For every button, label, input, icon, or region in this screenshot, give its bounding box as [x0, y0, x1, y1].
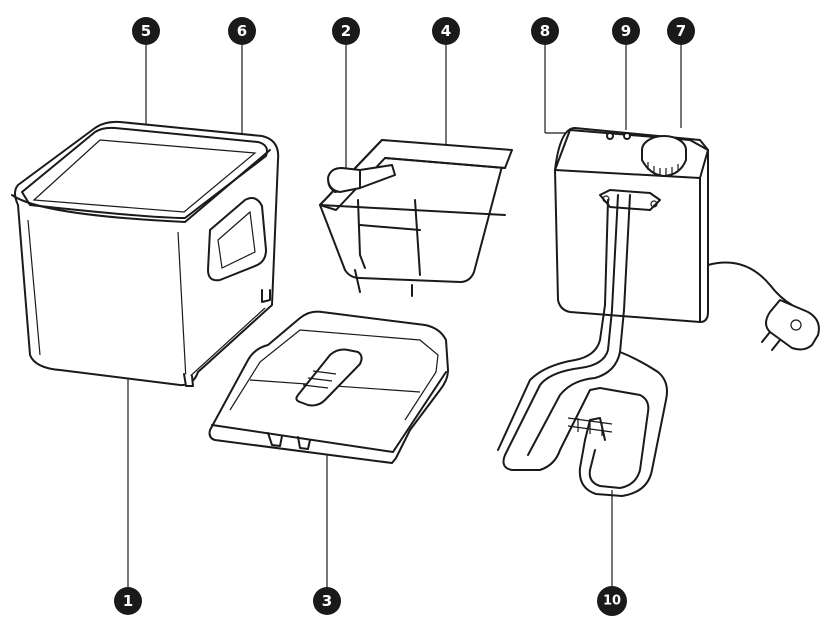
fryer-tank [11, 120, 280, 387]
frying-basket [319, 139, 513, 297]
callout-10: 10 [597, 586, 627, 616]
callout-7-label: 7 [676, 22, 686, 40]
callout-7: 7 [667, 17, 695, 45]
callout-6-label: 6 [237, 22, 247, 40]
heating-element [497, 194, 668, 497]
callout-2-label: 2 [341, 22, 351, 40]
callout-9-label: 9 [621, 22, 631, 40]
callout-1-label: 1 [123, 592, 133, 610]
callout-6: 6 [228, 17, 256, 45]
callout-5: 5 [132, 17, 160, 45]
callout-5-label: 5 [141, 22, 151, 40]
control-box [554, 127, 709, 323]
callout-8: 8 [531, 17, 559, 45]
callout-3: 3 [313, 587, 341, 615]
callout-2: 2 [332, 17, 360, 45]
callout-8-label: 8 [540, 22, 550, 40]
callout-4-label: 4 [441, 22, 451, 40]
fryer-lid [208, 310, 449, 464]
tank-handle [207, 197, 267, 282]
power-cord [707, 261, 820, 351]
callout-4: 4 [432, 17, 460, 45]
callout-10-label: 10 [603, 594, 621, 609]
callout-1: 1 [114, 587, 142, 615]
callout-3-label: 3 [322, 592, 332, 610]
callout-9: 9 [612, 17, 640, 45]
